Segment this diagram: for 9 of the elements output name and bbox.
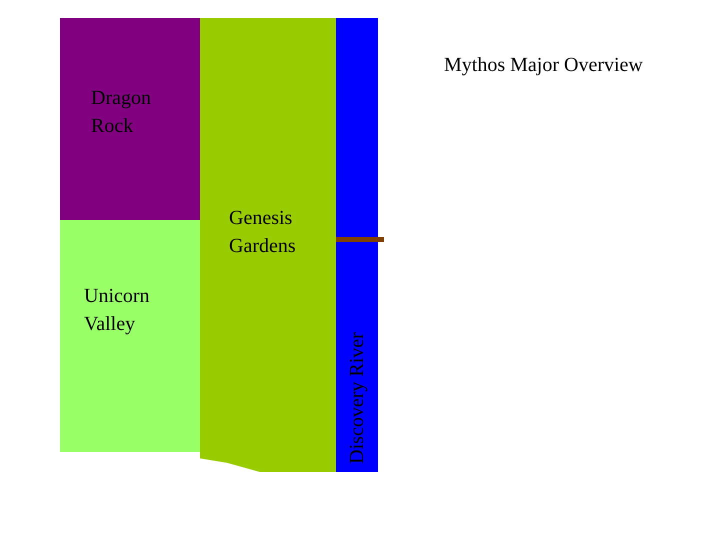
region-label: Unicorn Valley xyxy=(84,284,151,337)
region-label: Discovery River xyxy=(347,332,367,464)
map-region xyxy=(200,18,336,472)
title: Mythos Major Overview xyxy=(444,53,644,78)
map-region xyxy=(60,18,200,220)
map-region xyxy=(60,220,200,452)
region-label: Dragon Rock xyxy=(91,86,152,139)
region-label: Genesis Gardens xyxy=(229,206,297,259)
map-region xyxy=(336,18,378,472)
